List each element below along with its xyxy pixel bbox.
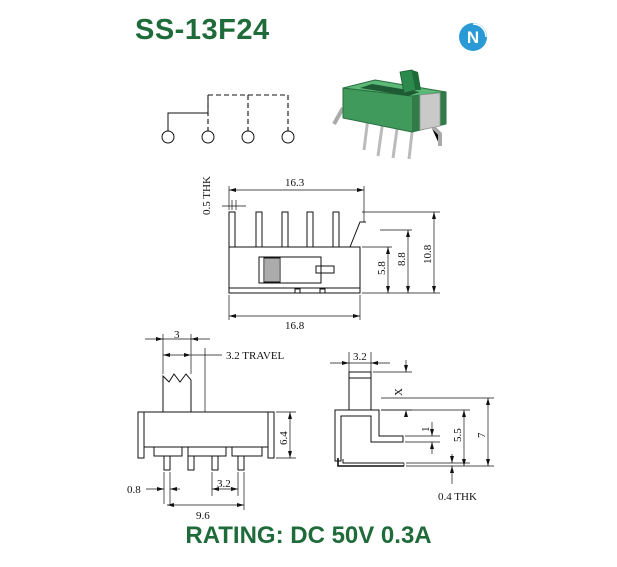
- dim-pin-offset: 0.8: [127, 484, 141, 496]
- dim-height-10-8: 10.8: [422, 244, 434, 264]
- dim-pin-span: 9.6: [196, 510, 210, 522]
- terminal-4-icon: [281, 130, 295, 144]
- dim-side-one: 1: [420, 427, 432, 433]
- dim-pin-pitch: 3.2: [217, 478, 231, 490]
- dim-height-5-8: 5.8: [376, 261, 388, 275]
- page-title: SS-13F24: [135, 14, 270, 46]
- dim-height-8-8: 8.8: [396, 252, 408, 266]
- side-view: 3.2 X 1 5.5 7 0.4 THK: [330, 351, 494, 503]
- dim-side-width: 3.2: [353, 351, 367, 363]
- dim-actuator-width: 3: [174, 329, 180, 341]
- dim-x-label: X: [393, 388, 405, 396]
- dim-travel: 3.2 TRAVEL: [226, 350, 285, 362]
- terminal-2-icon: [201, 130, 215, 144]
- dim-top-width: 16.3: [285, 177, 305, 189]
- dim-side-5-5: 5.5: [452, 428, 464, 442]
- dim-side-thk: 0.4 THK: [438, 491, 477, 503]
- brand-logo-letter: N: [467, 28, 479, 47]
- dim-thickness-top: 0.5 THK: [201, 176, 213, 215]
- switch-product-icon: [332, 69, 447, 160]
- dim-bottom-width: 16.8: [285, 320, 305, 332]
- terminal-3-icon: [241, 130, 255, 144]
- front-view: 16.3 0.5 THK 16.8 5.8 8.8 10.8: [201, 176, 440, 332]
- terminal-1-icon: [161, 130, 175, 144]
- rating-label: RATING: DC 50V 0.3A: [185, 522, 432, 549]
- circuit-schematic: [161, 94, 295, 144]
- brand-logo-icon: N: [459, 23, 487, 51]
- bottom-view: 3 3.2 TRAVEL 6.4 0.8 3.2 9.6: [127, 329, 296, 522]
- dim-body-height: 6.4: [278, 431, 290, 445]
- dim-side-7: 7: [476, 432, 488, 438]
